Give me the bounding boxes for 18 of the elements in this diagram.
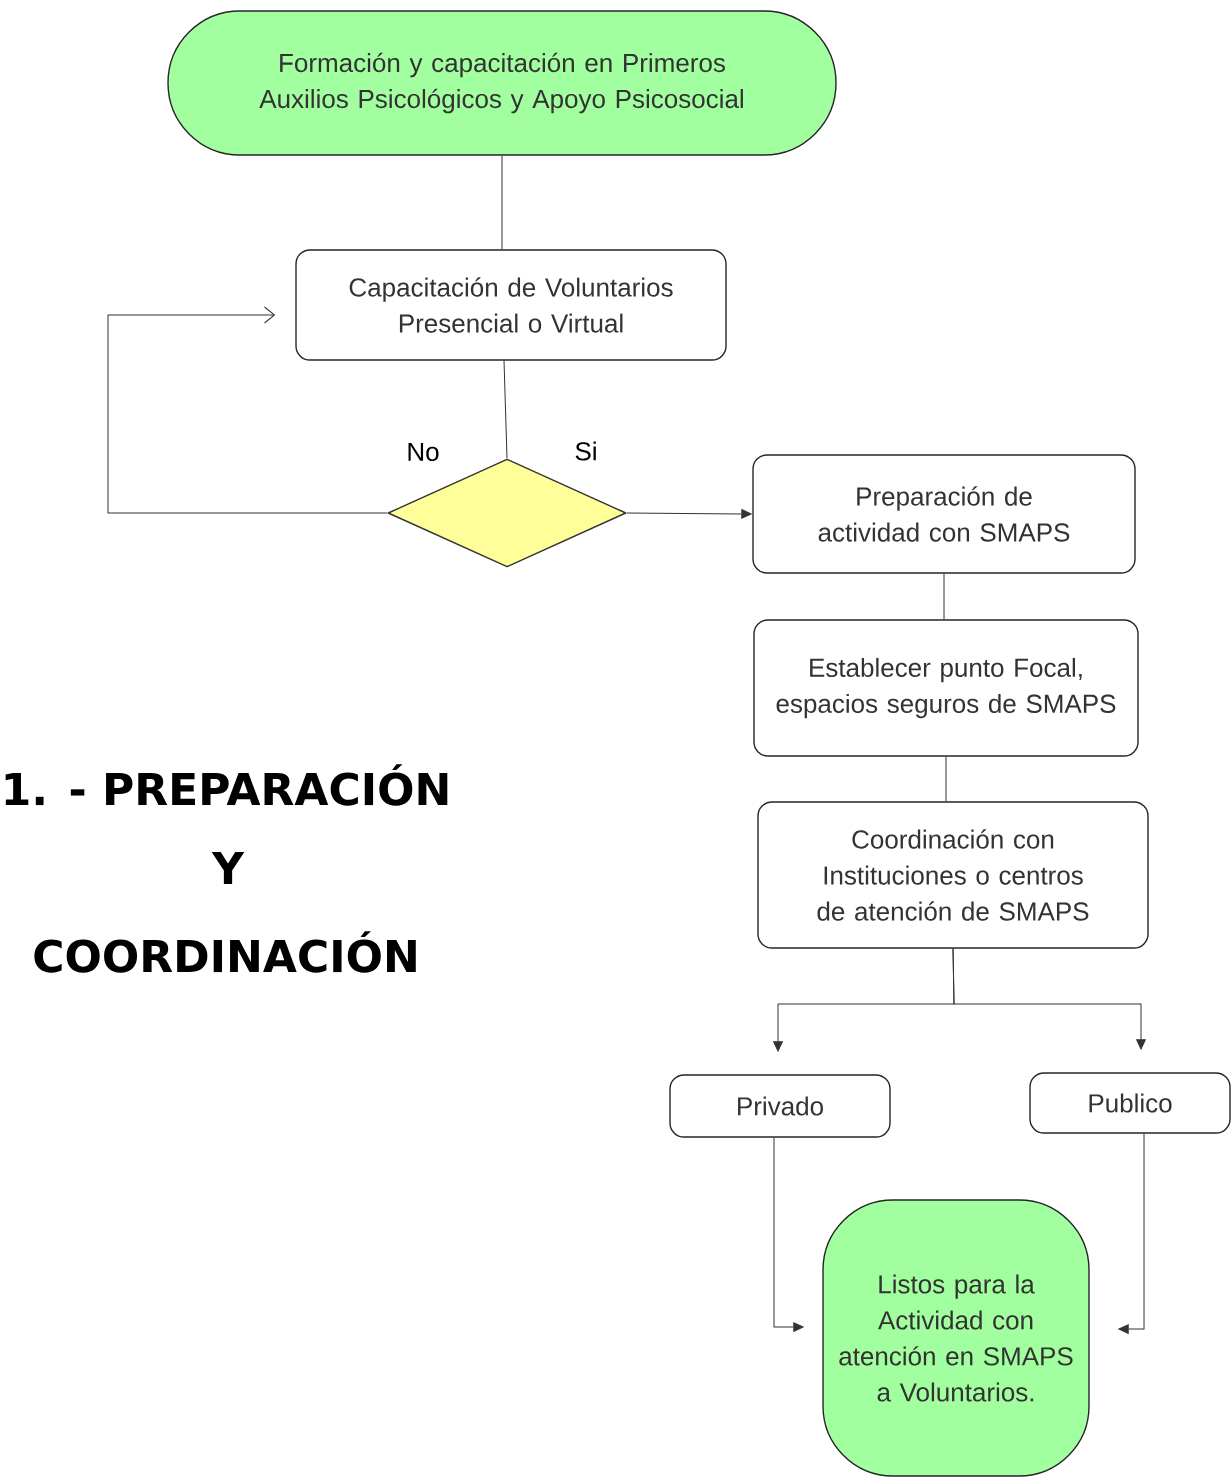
heading-text: COORDINACIÓN: [34, 931, 416, 973]
process-box: Preparación de actividad con SMAPS: [752, 454, 1136, 574]
edge-label: Si: [575, 441, 596, 461]
terminal-box: Formación y capacitación en Primeros Auxilios Psicológicos y Apoyo Psicosocial: [167, 10, 837, 156]
heading-text: 1. - PREPARACIÓN: [5, 764, 448, 806]
process-box: Capacitación de Voluntarios Presencial o Virtual: [295, 249, 727, 361]
process-box: Publico: [1029, 1072, 1231, 1134]
end-box: Listos para la Actividad con atención en SMAPS a Voluntarios.: [822, 1199, 1090, 1477]
heading-text: Y: [211, 852, 245, 885]
process-box: Coordinación con Instituciones o centros de atención de SMAPS: [757, 801, 1149, 949]
edge-label: No: [408, 442, 439, 462]
arrow: [107, 306, 388, 514]
arrow: [626, 509, 752, 519]
arrow: [952, 948, 1146, 1050]
process-box: Establecer punto Focal, espacios seguros de SMAPS: [753, 619, 1139, 757]
process-box: Privado: [669, 1074, 891, 1138]
arrow: [773, 1137, 804, 1332]
arrow: [1118, 1133, 1145, 1334]
